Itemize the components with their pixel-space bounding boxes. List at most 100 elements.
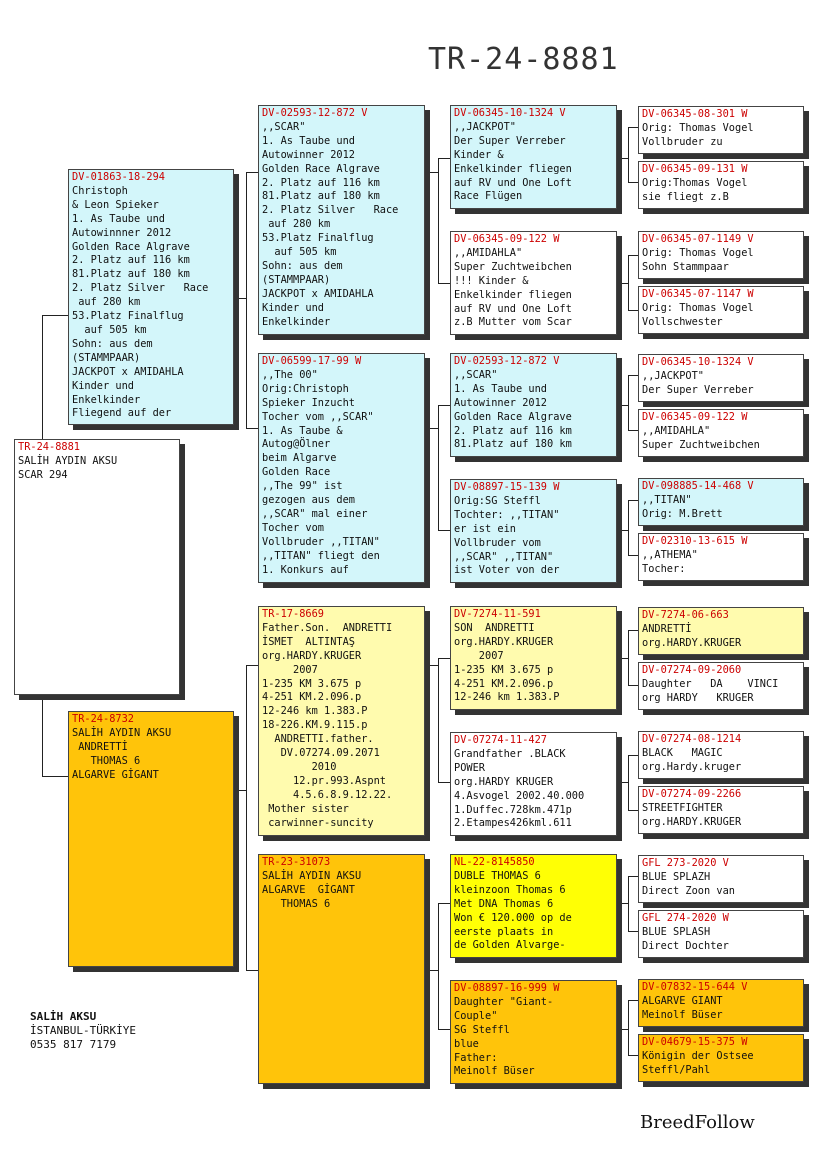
- connector-line: [628, 685, 638, 686]
- sire-dam-card[interactable]: DV-06599-17-99 W ,,The 00" Orig:Christop…: [258, 353, 425, 583]
- ancestor-card-11[interactable]: DV-07274-08-1214 BLACK MAGIC org.Hardy.k…: [638, 731, 804, 779]
- connector-line: [425, 665, 438, 666]
- pigeon-details: Orig: Thomas Vogel Vollbruder zu: [642, 121, 754, 148]
- connector-line: [42, 315, 68, 316]
- dam-card[interactable]: TR-24-8732 SALİH AYDIN AKSU ANDRETTİ THO…: [68, 711, 234, 967]
- sss-card[interactable]: DV-06345-10-1324 V ,,JACKPOT" Der Super …: [450, 105, 617, 209]
- connector-line: [438, 405, 439, 530]
- ancestor-card-9[interactable]: DV-7274-06-663 ANDRETTİ org.HARDY.KRUGER: [638, 607, 804, 655]
- ring-number: DV-07274-08-1214: [642, 733, 742, 745]
- ancestor-card-13[interactable]: GFL 273-2020 V BLUE SPLAZH Direct Zoon v…: [638, 855, 804, 903]
- sds-card[interactable]: DV-02593-12-872 V ,,SCAR" 1. As Taube un…: [450, 353, 617, 457]
- ancestor-card-1[interactable]: DV-06345-08-301 W Orig: Thomas Vogel Vol…: [638, 106, 804, 154]
- pigeon-details: ,,AMIDAHLA" Super Zuchtweibchen: [642, 424, 760, 451]
- connector-line: [438, 158, 439, 283]
- dds-card[interactable]: NL-22-8145850 DUBLE THOMAS 6 kleinzoon T…: [450, 854, 617, 958]
- ring-number: DV-04679-15-375 W: [642, 1036, 748, 1048]
- connector-line: [438, 782, 450, 783]
- ring-number: DV-02593-12-872 V: [262, 107, 368, 119]
- subject-card[interactable]: TR-24-8881 SALİH AYDIN AKSU SCAR 294: [14, 439, 180, 695]
- ancestor-card-3[interactable]: DV-06345-07-1149 V Orig: Thomas Vogel So…: [638, 231, 804, 279]
- ring-number: DV-06345-07-1147 W: [642, 288, 754, 300]
- ancestor-card-12[interactable]: DV-07274-09-2266 STREETFIGHTER org.HARDY…: [638, 786, 804, 834]
- connector-line: [246, 665, 247, 970]
- ring-number: DV-06345-08-301 W: [642, 108, 748, 120]
- connector-line: [628, 255, 638, 256]
- pigeon-details: ALGARVE GIANT Meinolf Büser: [642, 994, 723, 1021]
- connector-line: [628, 876, 629, 931]
- pigeon-details: Orig: Thomas Vogel Sohn Stammpaar: [642, 246, 754, 273]
- pigeon-details: Christoph & Leon Spieker 1. As Taube und…: [72, 184, 209, 420]
- dam-dam-card[interactable]: TR-23-31073 SALİH AYDIN AKSU ALGARVE GİG…: [258, 854, 425, 1084]
- pedigree-title: TR-24-8881: [428, 42, 619, 77]
- connector-line: [628, 375, 629, 430]
- connector-line: [617, 658, 628, 659]
- ddd-card[interactable]: DV-08897-16-999 W Daughter "Giant- Coupl…: [450, 980, 617, 1084]
- ancestor-card-4[interactable]: DV-06345-07-1147 W Orig: Thomas Vogel Vo…: [638, 286, 804, 334]
- ring-number: DV-06345-09-131 W: [642, 163, 748, 175]
- ancestor-card-7[interactable]: DV-098885-14-468 V ,,TITAN" Orig: M.Bret…: [638, 478, 804, 526]
- connector-line: [628, 255, 629, 310]
- ring-number: TR-23-31073: [262, 856, 331, 868]
- connector-line: [628, 430, 638, 431]
- connector-line: [628, 630, 638, 631]
- ring-number: DV-06345-09-122 W: [642, 411, 748, 423]
- ancestor-card-14[interactable]: GFL 274-2020 W BLUE SPLASH Direct Dochte…: [638, 910, 804, 958]
- ssd-card[interactable]: DV-06345-09-122 W ,,AMIDAHLA" Super Zuch…: [450, 231, 617, 335]
- dam-sire-card[interactable]: TR-17-8669 Father.Son. ANDRETTI İSMET AL…: [258, 606, 425, 836]
- ancestor-card-5[interactable]: DV-06345-10-1324 V ,,JACKPOT" Der Super …: [638, 354, 804, 402]
- ring-number: DV-02593-12-872 V: [454, 355, 560, 367]
- connector-line: [628, 500, 638, 501]
- connector-line: [425, 428, 438, 429]
- connector-line: [438, 658, 439, 782]
- pigeon-details: SALİH AYDIN AKSU SCAR 294: [18, 454, 118, 481]
- ring-number: NL-22-8145850: [454, 856, 535, 868]
- connector-line: [628, 1000, 638, 1001]
- sire-sire-card[interactable]: DV-02593-12-872 V ,,SCAR" 1. As Taube un…: [258, 105, 425, 335]
- connector-line: [438, 283, 450, 284]
- ancestor-card-10[interactable]: DV-07274-09-2060 Daughter DA VINCI org H…: [638, 662, 804, 710]
- connector-line: [438, 903, 450, 904]
- connector-line: [628, 1000, 629, 1055]
- ring-number: DV-06599-17-99 W: [262, 355, 362, 367]
- sire-card[interactable]: DV-01863-18-294 Christoph & Leon Spieker…: [68, 169, 234, 425]
- pigeon-details: DUBLE THOMAS 6 kleinzoon Thomas 6 Met DN…: [454, 869, 572, 952]
- ancestor-card-8[interactable]: DV-02310-13-615 W ,,ATHEMA" Tocher:: [638, 533, 804, 581]
- ring-number: DV-01863-18-294: [72, 171, 165, 183]
- connector-line: [628, 876, 638, 877]
- connector-line: [617, 903, 628, 904]
- connector-line: [628, 1055, 638, 1056]
- ancestor-card-16[interactable]: DV-04679-15-375 W Königin der Ostsee Ste…: [638, 1034, 804, 1082]
- pigeon-details: ,,JACKPOT" Der Super Verreber: [642, 369, 754, 396]
- dss-card[interactable]: DV-7274-11-591 SON ANDRETTI org.HARDY.KR…: [450, 606, 617, 710]
- ring-number: DV-06345-09-122 W: [454, 233, 560, 245]
- ancestor-card-2[interactable]: DV-06345-09-131 W Orig:Thomas Vogel sie …: [638, 161, 804, 209]
- dsd-card[interactable]: DV-07274-11-427 Grandfather .BLACK POWER…: [450, 732, 617, 836]
- connector-line: [246, 428, 258, 429]
- ring-number: DV-07832-15-644 V: [642, 981, 748, 993]
- ring-number: DV-02310-13-615 W: [642, 535, 748, 547]
- connector-line: [425, 172, 438, 173]
- pigeon-details: ,,AMIDAHLA" Super Zuchtweibchen !!! Kind…: [454, 246, 572, 329]
- ancestor-card-6[interactable]: DV-06345-09-122 W ,,AMIDAHLA" Super Zuch…: [638, 409, 804, 457]
- owner-phone: 0535 817 7179: [30, 1038, 117, 1051]
- sdd-card[interactable]: DV-08897-15-139 W Orig:SG Steffl Tochter…: [450, 479, 617, 583]
- ring-number: DV-07274-09-2266: [642, 788, 742, 800]
- ring-number: DV-07274-11-427: [454, 734, 547, 746]
- connector-line: [425, 970, 438, 971]
- connector-line: [438, 658, 450, 659]
- pigeon-details: ,,JACKPOT" Der Super Verreber Kinder & E…: [454, 120, 572, 203]
- pigeon-details: Father.Son. ANDRETTI İSMET ALTINTAŞ org.…: [262, 621, 393, 829]
- pigeon-details: Grandfather .BLACK POWER org.HARDY KRUGE…: [454, 747, 585, 830]
- connector-line: [617, 1029, 628, 1030]
- connector-line: [628, 500, 629, 555]
- connector-line: [628, 630, 629, 685]
- ring-number: TR-17-8669: [262, 608, 324, 620]
- ancestor-card-15[interactable]: DV-07832-15-644 V ALGARVE GIANT Meinolf …: [638, 979, 804, 1027]
- ring-number: GFL 274-2020 W: [642, 912, 729, 924]
- pigeon-details: ,,SCAR" 1. As Taube und Autowinner 2012 …: [262, 120, 399, 328]
- pigeon-details: BLACK MAGIC org.Hardy.kruger: [642, 746, 742, 773]
- connector-line: [628, 755, 638, 756]
- connector-line: [628, 755, 629, 810]
- pigeon-details: Daughter "Giant- Couple" SG Steffl blue …: [454, 995, 554, 1078]
